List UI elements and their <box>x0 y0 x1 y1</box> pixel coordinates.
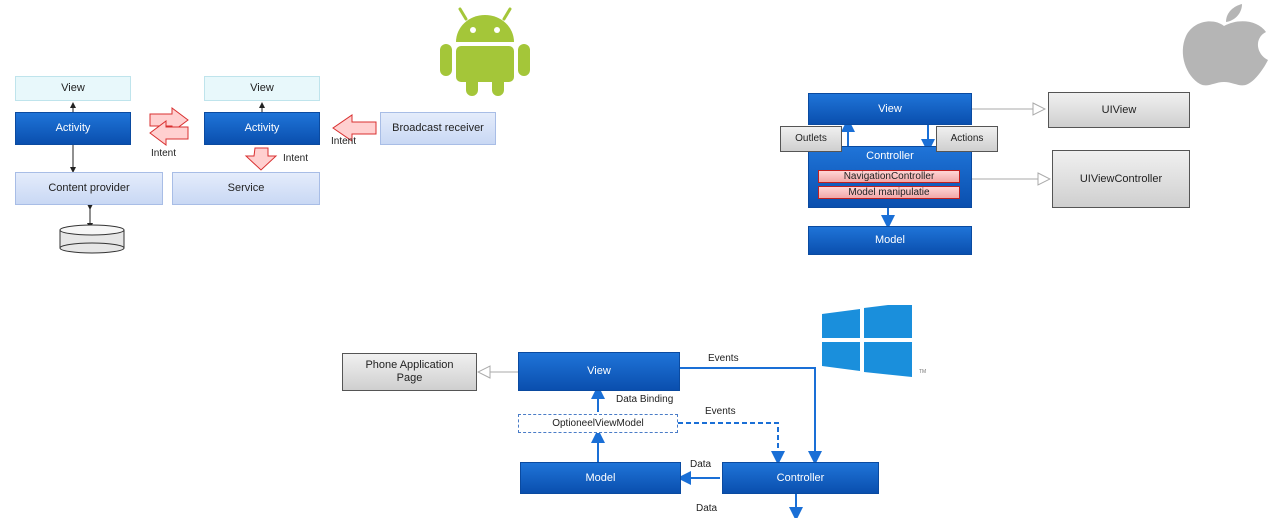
android-robot-icon <box>440 7 530 96</box>
android-activity-right: Activity <box>204 112 320 145</box>
ios-outlets-callout: Outlets <box>780 126 842 152</box>
database-icon <box>59 224 125 254</box>
win-view: View <box>518 352 680 391</box>
android-content-provider: Content provider <box>15 172 163 205</box>
win-data-label-left: Data <box>690 459 712 470</box>
ios-uiviewcontroller: UIViewController <box>1052 150 1190 208</box>
intent-arrow-broadcast <box>332 114 377 142</box>
ios-model-manipulation: Model manipulatie <box>818 186 960 199</box>
win-optional-view-model: OptioneelViewModel <box>518 414 678 433</box>
win-data-binding-label: Data Binding <box>616 394 674 405</box>
android-broadcast-receiver: Broadcast receiver <box>380 112 496 145</box>
intent-label-down: Intent <box>283 153 309 164</box>
ios-model: Model <box>808 226 972 255</box>
android-view-right: View <box>204 76 320 101</box>
arrow-win-vm-events <box>678 422 785 465</box>
apple-icon <box>1182 4 1268 86</box>
ios-actions-callout: Actions <box>936 126 998 152</box>
ios-uiview: UIView <box>1048 92 1190 128</box>
android-service: Service <box>172 172 320 205</box>
win-events-label-mid: Events <box>705 406 736 417</box>
trademark-label: TM <box>919 369 927 375</box>
intent-arrow-left <box>149 120 189 146</box>
ios-view: View <box>808 93 972 125</box>
ios-navigation-controller: NavigationController <box>818 170 960 183</box>
intent-label-broadcast: Intent <box>331 136 357 147</box>
win-events-label-top: Events <box>708 353 739 364</box>
win-phone-application-page: Phone Application Page <box>342 353 477 391</box>
win-controller: Controller <box>722 462 879 494</box>
win-data-label-bottom: Data <box>696 503 718 514</box>
android-view-left: View <box>15 76 131 101</box>
arrow-win-view-events <box>680 367 822 465</box>
win-model: Model <box>520 462 681 494</box>
intent-arrow-down <box>244 147 278 171</box>
intent-label-center: Intent <box>151 148 177 159</box>
android-activity-left: Activity <box>15 112 131 145</box>
windows-logo-icon <box>822 305 912 377</box>
